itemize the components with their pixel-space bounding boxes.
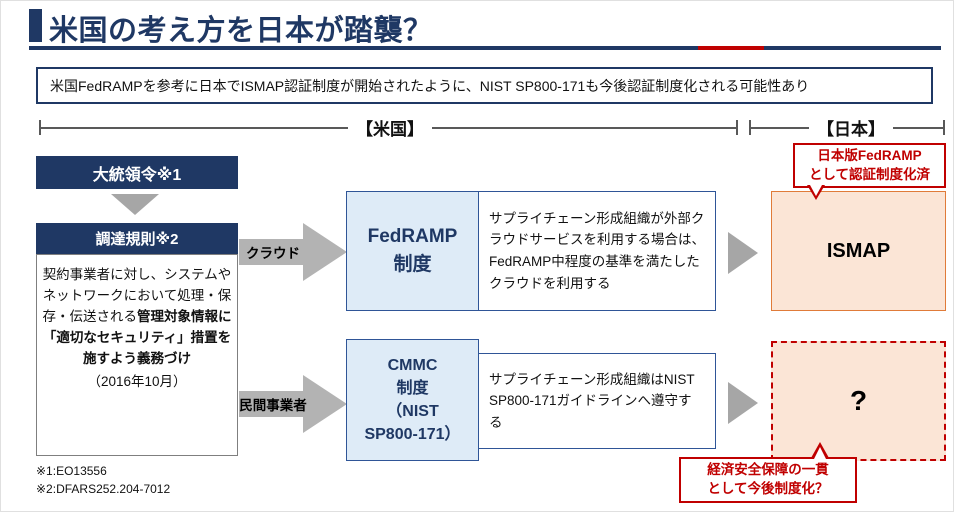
future-bubble-tail-fill [814, 447, 826, 459]
us-region-label: 【米国】 [348, 115, 432, 140]
fedramp-title-box: FedRAMP 制度 [346, 191, 479, 311]
chevron-right-icon-top [728, 232, 758, 274]
footnotes: ※1:EO13556 ※2:DFARS252.204-7012 [36, 462, 170, 498]
summary-box: 米国FedRAMPを参考に日本でISMAP認証制度が開始されたように、NIST … [36, 67, 933, 104]
ismap-callout-bubble: 日本版FedRAMP として認証制度化済 [793, 143, 946, 188]
footnote-1: ※1:EO13556 [36, 464, 107, 478]
private-arrow-label: 民間事業者 [239, 398, 307, 413]
ismap-box: ISMAP [771, 191, 946, 311]
title-accent-bar [29, 9, 42, 42]
fedramp-description-box: サプライチェーン形成組織が外部クラウドサービスを利用する場合は、FedRAMP中… [478, 191, 716, 311]
cmmc-title-box: CMMC 制度 （NIST SP800-171） [346, 339, 479, 461]
cloud-arrow-label: クラウド [246, 246, 300, 261]
procurement-body-date: （2016年10月） [87, 373, 187, 389]
procurement-rule-body: 契約事業者に対し、システムやネットワークにおいて処理・保存・伝送される管理対象情… [36, 254, 238, 456]
ismap-bubble-tail-fill [810, 185, 822, 196]
us-region-tick-right [736, 120, 738, 135]
procurement-body-bold-text: 管理対象情報に「適切なセキュリティ」措置を施すよう義務づけ [42, 308, 232, 366]
title-underline [29, 46, 941, 50]
procurement-body-text: 契約事業者に対し、システムやネットワークにおいて処理・保存・伝送される [42, 267, 232, 324]
us-region-tick-left [39, 120, 41, 135]
presidential-order-box: 大統領令※1 [36, 156, 238, 189]
arrow-down-icon [111, 194, 159, 215]
japan-region-label: 【日本】 [809, 115, 893, 140]
japan-region-tick-right [943, 120, 945, 135]
summary-text: 米国FedRAMPを参考に日本でISMAP認証制度が開始されたように、NIST … [50, 77, 810, 94]
procurement-rule-header: 調達規則※2 [36, 223, 238, 254]
cmmc-description-box: サプライチェーン形成組織はNIST SP800-171ガイドラインへ遵守する [478, 353, 716, 449]
future-callout-bubble: 経済安全保障の一貫 として今後制度化？ [679, 457, 857, 503]
japan-region-tick-left [749, 120, 751, 135]
page-title: 米国の考え方を日本が踏襲？ [49, 15, 433, 47]
footnote-2: ※2:DFARS252.204-7012 [36, 482, 171, 496]
cmmc-description-text: サプライチェーン形成組織はNIST SP800-171ガイドラインへ遵守する [489, 371, 695, 430]
chevron-right-icon-bottom [728, 382, 758, 424]
question-box: ? [771, 341, 946, 461]
fedramp-description-text: サプライチェーン形成組織が外部クラウドサービスを利用する場合は、FedRAMP中… [489, 210, 705, 291]
title-underline-red-segment [698, 46, 764, 50]
